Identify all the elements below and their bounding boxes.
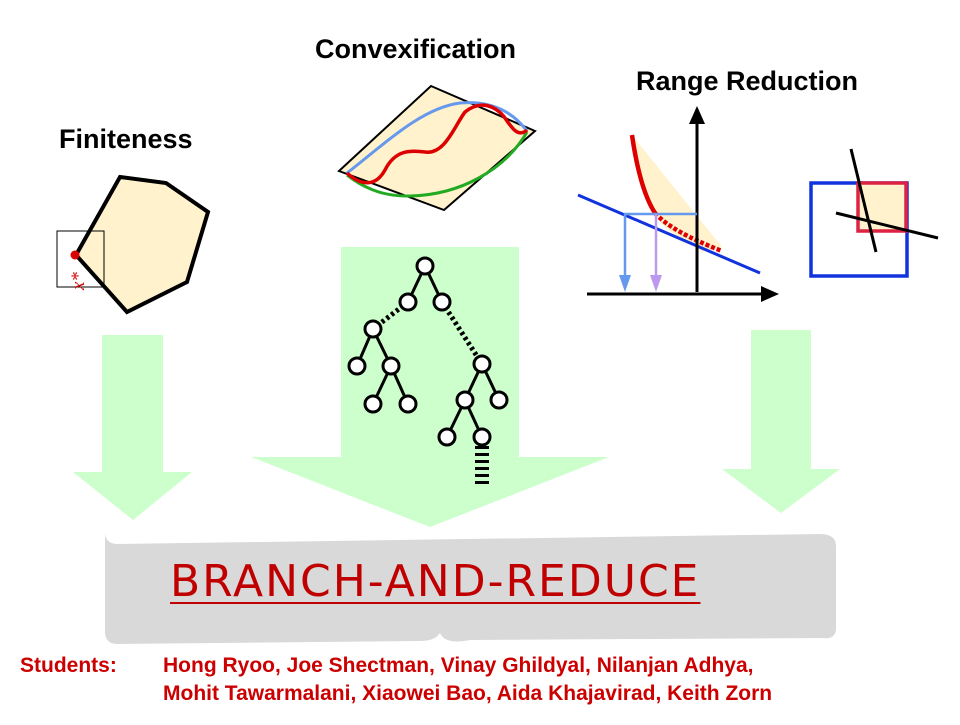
constraint-line-2: [835, 211, 939, 240]
optimum-point: [70, 250, 80, 260]
tree-node: [363, 394, 383, 414]
violet-projection-arrowhead: [650, 275, 662, 292]
tree-node: [415, 256, 435, 276]
feasible-polygon: [73, 174, 211, 315]
x-axis-arrowhead: [761, 286, 779, 302]
blue-projection-arrowhead: [619, 275, 631, 292]
tree-node: [455, 390, 475, 410]
tree-node: [472, 354, 492, 374]
credits-line-2: Mohit Tawarmalani, Xiaowei Bao, Aida Kha…: [20, 680, 772, 708]
tree-node: [347, 356, 367, 376]
right-green-arrow: [722, 330, 840, 513]
tree-node: [432, 292, 452, 312]
credits: Students: Hong Ryoo, Joe Shectman, Vinay …: [20, 652, 772, 708]
tree-edge-dotted: [439, 300, 485, 366]
x-star-label: x*: [68, 272, 89, 291]
constraint-line-1: [849, 148, 878, 253]
credits-prefix: Students:: [20, 654, 117, 677]
credits-names-1: Hong Ryoo, Joe Shectman, Vinay Ghildyal,…: [163, 654, 754, 677]
banner-scroll: [105, 532, 836, 644]
convexification-figure: [337, 84, 537, 212]
tree-node: [381, 356, 401, 376]
range-reduction-figure: [577, 106, 779, 302]
tree-node: [472, 427, 492, 447]
label-finiteness: Finiteness: [59, 124, 193, 154]
bounding-box: [56, 230, 105, 288]
box-reduction-figure: [809, 148, 939, 278]
blue-underestimator-line: [577, 193, 761, 275]
label-range-reduction: Range Reduction: [636, 66, 859, 96]
tree-node: [363, 319, 383, 339]
tree-node: [437, 427, 457, 447]
red-curve: [653, 211, 723, 254]
green-underestimator: [346, 131, 529, 198]
left-green-arrow: [73, 335, 192, 520]
tree-node: [398, 292, 418, 312]
branch-tree: [347, 256, 509, 488]
banner-title: BRANCH-AND-REDUCE: [170, 556, 701, 607]
credits-names-2: Mohit Tawarmalani, Xiaowei Bao, Aida Kha…: [163, 682, 773, 705]
tree-node: [489, 390, 509, 410]
red-function-curve: [345, 103, 529, 185]
center-green-arrow: [251, 247, 609, 527]
finiteness-figure: [56, 174, 211, 315]
y-axis-arrowhead: [689, 106, 705, 124]
shaded-region: [632, 135, 722, 252]
red-curve-dotted: [629, 134, 657, 215]
tree-node: [398, 394, 418, 414]
blue-overestimator: [346, 101, 529, 175]
blue-projection-line: [623, 212, 697, 282]
credits-line-1: Students: Hong Ryoo, Joe Shectman, Vinay …: [20, 652, 772, 680]
label-convexification: Convexification: [315, 34, 517, 64]
